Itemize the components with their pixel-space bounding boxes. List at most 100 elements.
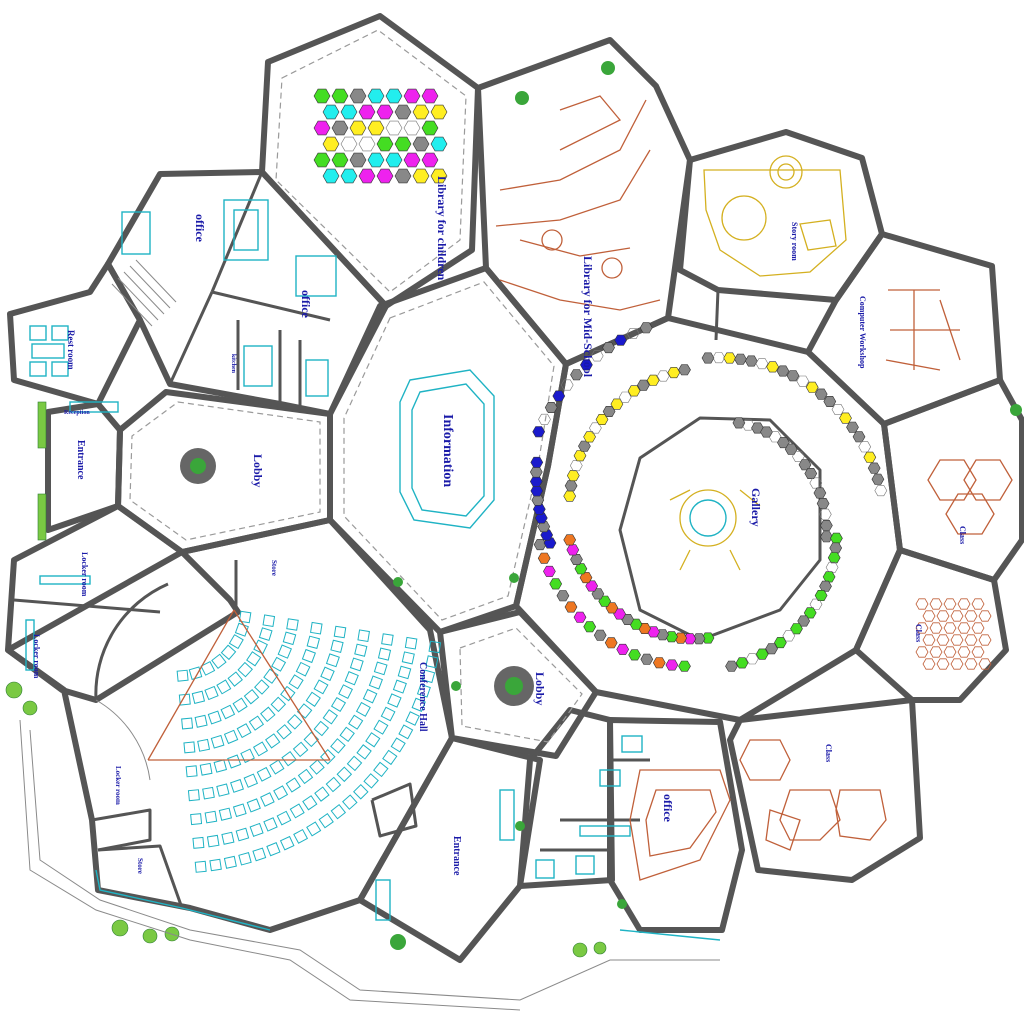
gallery-hex-tile [825, 561, 839, 573]
gallery-hex-tile [760, 426, 773, 438]
library-hex-tile [340, 136, 358, 152]
conference-seat [243, 688, 260, 705]
conference-seat [223, 855, 237, 869]
gallery-hex-tile [667, 367, 681, 379]
conference-seat [288, 674, 304, 690]
conference-seat [185, 765, 198, 778]
gallery-hex-tile [766, 361, 779, 373]
furniture [25, 199, 643, 921]
class-table-hex [971, 646, 985, 658]
gallery-hex-tile [529, 466, 543, 478]
gallery-hex-tile [823, 395, 837, 408]
conference-seat [338, 684, 353, 699]
library-hex-tile [313, 152, 331, 168]
conference-seat [302, 795, 318, 811]
gallery-hex-tile [530, 485, 544, 497]
gallery-hex-tile [578, 440, 591, 452]
conference-seat [342, 794, 358, 810]
class-table-hex [971, 598, 985, 610]
class-table-hex [964, 634, 978, 646]
conference-seat [363, 773, 379, 789]
conference-seat [411, 697, 426, 712]
gallery-hex-tile [734, 353, 747, 365]
gallery-hex-tile [814, 388, 828, 400]
label-office-1: office [193, 214, 207, 243]
library-hex-tile [358, 168, 376, 184]
gallery-hex-tile [829, 542, 843, 554]
conference-seat [238, 610, 252, 624]
library-hex-tile [331, 88, 349, 104]
gallery-hex-tile [564, 601, 578, 613]
gallery-hex-tile [701, 352, 715, 364]
inner-outlines [129, 29, 583, 743]
conference-seat [230, 778, 244, 793]
conference-seat [373, 661, 388, 676]
conference-seat [348, 714, 364, 730]
conference-seat [325, 776, 342, 793]
conference-seat [190, 813, 203, 826]
conference-seat [286, 618, 299, 631]
conference-seat [336, 766, 353, 783]
conference-seat [416, 683, 431, 698]
conference-seat [368, 675, 384, 690]
library-hex-tile [367, 152, 385, 168]
library-hex-tile [430, 168, 448, 184]
conference-seat [306, 635, 321, 650]
library-hex-tile [412, 136, 430, 152]
gallery-hex-tile [744, 355, 758, 367]
conference-seat [228, 634, 244, 650]
conference-seat [314, 786, 330, 802]
plants [5, 61, 1022, 958]
conference-seat [344, 671, 359, 686]
conference-seat [355, 701, 371, 717]
gallery-hex-tile [652, 657, 666, 669]
class-table-hex [922, 610, 936, 622]
label-class-2: Class [914, 624, 923, 642]
gallery-hex-tile [616, 643, 630, 655]
walls [5, 13, 1024, 963]
class-table-hex [922, 634, 936, 646]
conference-seat [232, 803, 247, 818]
label-store-2: Store [136, 858, 144, 874]
conference-seat [301, 648, 316, 664]
class-table-hex [943, 622, 957, 634]
conference-seat [282, 631, 297, 646]
gallery-hex-tile [816, 497, 830, 510]
gallery-hex-tile [639, 322, 653, 334]
conference-seat [263, 817, 278, 832]
label-information: Information [440, 414, 455, 487]
library-hex-tile [358, 104, 376, 120]
conference-seat [206, 834, 220, 848]
conference-seat [354, 643, 368, 657]
gallery-hex-tile [605, 602, 619, 614]
library-hex-tile [412, 168, 430, 184]
gallery-hex-tile [804, 467, 818, 480]
conference-seat [223, 729, 239, 745]
gallery-hex-tile [563, 534, 577, 546]
class-table-hex [957, 646, 971, 658]
library-hex-tile [394, 104, 412, 120]
gallery-hex-tile [741, 419, 755, 431]
conference-seat [197, 738, 211, 752]
label-story-room: Story room [790, 222, 799, 261]
conference-seat [397, 665, 412, 680]
conference-seat [425, 655, 439, 669]
conference-seat [204, 685, 219, 701]
gallery-hex-tile [598, 595, 612, 607]
gallery-hex-tile [580, 359, 593, 371]
gallery-hex-tile [530, 456, 544, 468]
conference-seat [325, 653, 340, 668]
library-hex-tile [358, 136, 376, 152]
gallery-hex-tile [874, 485, 888, 497]
library-hex-tile [403, 120, 421, 136]
gallery-hex-tile [831, 403, 845, 416]
conference-seat [289, 803, 305, 819]
gallery-hex-tile [537, 521, 551, 533]
hex-installations [313, 88, 888, 672]
gallery-hex-tile [797, 615, 811, 627]
gallery-hex-tile [745, 653, 759, 665]
conference-seat [252, 847, 267, 862]
conference-seat [373, 761, 389, 778]
landscape-lines [19, 719, 721, 1011]
gallery-hex-tile [656, 370, 670, 382]
